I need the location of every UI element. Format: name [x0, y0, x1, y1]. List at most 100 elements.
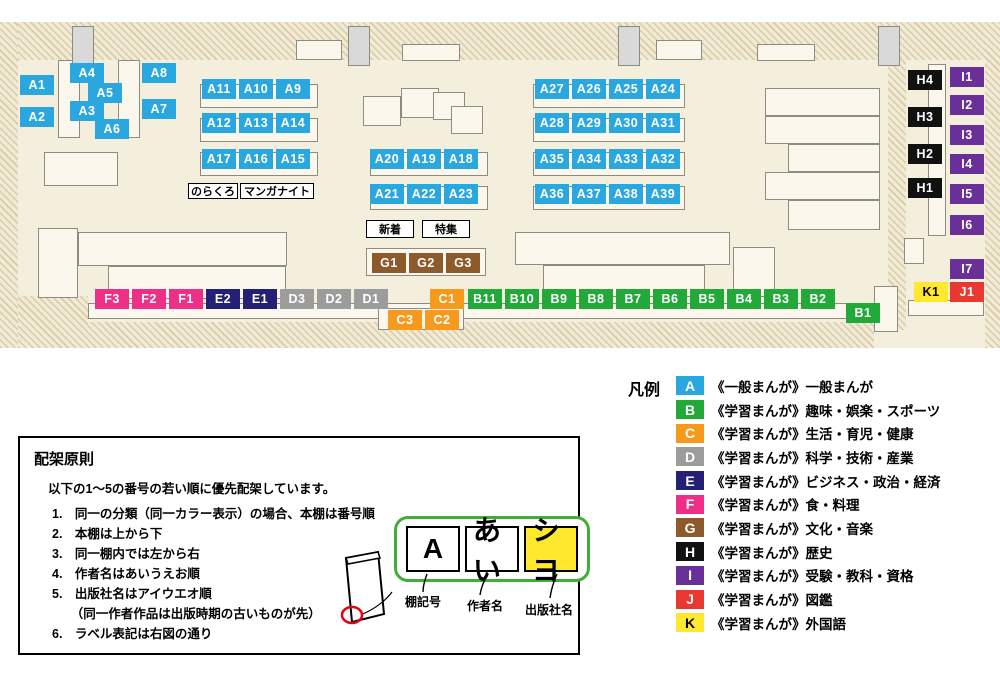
- shelf-label-A39: A39: [646, 184, 680, 204]
- shelf-code-cell: A: [406, 526, 460, 572]
- shelf-label-I6: I6: [950, 215, 984, 235]
- wall-hatch: [18, 22, 985, 60]
- book-illustration: [340, 550, 393, 625]
- shelf-label-I3: I3: [950, 125, 984, 145]
- pillar: [348, 26, 370, 66]
- caption-author: 作者名: [467, 599, 504, 613]
- shelf-label-A5: A5: [88, 83, 122, 103]
- legend-row-B: B《学習まんが》趣味・娯楽・スポーツ: [676, 398, 941, 422]
- shelf-label-I5: I5: [950, 184, 984, 204]
- shelf-label-F3: F3: [95, 289, 129, 309]
- shelf-label-A6: A6: [95, 119, 129, 139]
- shelf-label-A17: A17: [202, 149, 236, 169]
- shelf-label-B1: B1: [846, 303, 880, 323]
- wall-hatch: [0, 22, 18, 348]
- legend-label: 《学習まんが》外国語: [711, 616, 847, 632]
- shelf-label-A31: A31: [646, 113, 680, 133]
- legend-chip-F: F: [676, 494, 705, 514]
- shelf-label-B5: B5: [690, 289, 724, 309]
- shelf-label-A3: A3: [70, 101, 104, 121]
- principle-line: 3. 同一棚内では左から右: [52, 547, 200, 561]
- shelf-label-F1: F1: [169, 289, 203, 309]
- legend-row-K: K 《学習まんが》外国語: [676, 611, 941, 635]
- shelf-block: [656, 40, 702, 60]
- shelf-label-J1: J1: [950, 282, 984, 302]
- shelf-label-B10: B10: [505, 289, 539, 309]
- shelf-label-A34: A34: [572, 149, 606, 169]
- legend-row-I: I 《学習まんが》受験・教科・資格: [676, 564, 941, 588]
- legend-chip-E: E: [676, 471, 705, 491]
- shelf-label-E1: E1: [243, 289, 277, 309]
- shelf-label-F2: F2: [132, 289, 166, 309]
- shelf-label-A4: A4: [70, 63, 104, 83]
- principles-title: 配架原則: [34, 451, 95, 468]
- legend-label: 《学習まんが》歴史: [711, 545, 833, 561]
- shelf-label-I4: I4: [950, 154, 984, 174]
- shelf-block: [38, 228, 78, 298]
- shelf-label-A32: A32: [646, 149, 680, 169]
- shelf-label-G2: G2: [409, 253, 443, 273]
- shelf-label-A25: A25: [609, 79, 643, 99]
- legend-chip-G: G: [676, 518, 705, 538]
- legend-chip-A: A: [676, 376, 705, 396]
- legend-chip-B: B: [676, 400, 705, 420]
- shelf-block: [765, 88, 880, 116]
- legend-label: 《学習まんが》生活・育児・健康: [711, 427, 914, 443]
- shelf-label-D2: D2: [317, 289, 351, 309]
- shelf-label-A9: A9: [276, 79, 310, 99]
- shelf-label-A19: A19: [407, 149, 441, 169]
- legend-row-E: E《学習まんが》ビジネス・政治・経済: [676, 469, 941, 493]
- pillar: [72, 26, 94, 66]
- shelf-block: [363, 96, 401, 126]
- legend-label: 《学習まんが》受験・教科・資格: [711, 569, 914, 585]
- legend-chip-K: K: [676, 613, 705, 633]
- shelf-block: [296, 40, 342, 60]
- shelf-label-A8: A8: [142, 63, 176, 83]
- shelf-label-A2: A2: [20, 107, 54, 127]
- principles-intro: 以下の1～5の番号の若い順に優先配架しています。: [48, 482, 336, 496]
- shelf-label-H1: H1: [908, 178, 942, 198]
- shelf-label-A14: A14: [276, 113, 310, 133]
- legend-chip-H: H: [676, 542, 705, 562]
- shelf-label-C2: C2: [425, 310, 459, 330]
- principle-line: 4. 作者名はあいうえお順: [52, 567, 200, 581]
- principle-line: （同一作者作品は出版時期の古いものが先）: [52, 607, 321, 621]
- map-sign: 特集: [422, 220, 470, 238]
- shelf-label-A18: A18: [444, 149, 478, 169]
- shelf-label-B2: B2: [801, 289, 835, 309]
- legend-row-G: G《学習まんが》文化・音楽: [676, 516, 941, 540]
- shelf-label-H4: H4: [908, 70, 942, 90]
- legend-chip-J: J: [676, 589, 705, 609]
- shelf-label-B8: B8: [579, 289, 613, 309]
- shelf-label-I1: I1: [950, 67, 984, 87]
- map-sign: 新着: [366, 220, 414, 238]
- caption-arrows: [422, 573, 558, 599]
- shelf-label-B7: B7: [616, 289, 650, 309]
- shelf-block: [402, 44, 460, 61]
- shelf-label-A30: A30: [609, 113, 643, 133]
- shelf-label-A20: A20: [370, 149, 404, 169]
- shelf-block: [757, 44, 815, 61]
- shelf-label-D1: D1: [354, 289, 388, 309]
- shelf-label-D3: D3: [280, 289, 314, 309]
- legend-chip-I: I: [676, 565, 705, 585]
- legend-label: 《一般まんが》一般まんが: [711, 379, 874, 395]
- shelf-label-A29: A29: [572, 113, 606, 133]
- author-cell: あい: [465, 515, 519, 586]
- shelf-label-A28: A28: [535, 113, 569, 133]
- shelf-label-K1: K1: [914, 282, 948, 302]
- shelf-label-I7: I7: [950, 259, 984, 279]
- legend-chip-D: D: [676, 447, 705, 467]
- legend-label: 《学習まんが》図鑑: [711, 593, 833, 609]
- pillar: [618, 26, 640, 66]
- principle-line: 6. ラベル表記は右図の通り: [52, 627, 213, 641]
- wall-hatch: [985, 22, 1000, 348]
- principle-line: 1. 同一の分類（同一カラー表示）の場合、本棚は番号順: [52, 507, 375, 521]
- shelf-label-H2: H2: [908, 144, 942, 164]
- shelf-label-B3: B3: [764, 289, 798, 309]
- label-example: A あい シヨ: [394, 515, 590, 586]
- shelf-label-B11: B11: [468, 289, 502, 309]
